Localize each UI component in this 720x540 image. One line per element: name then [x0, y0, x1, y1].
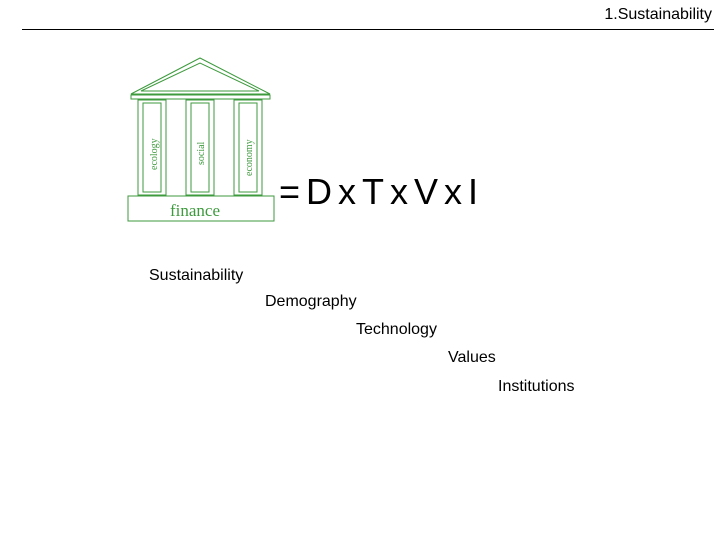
pillar-economy	[233, 99, 263, 196]
temple-roof-inner	[140, 62, 260, 92]
pillar-ecology	[137, 99, 167, 196]
term-values: Values	[448, 349, 496, 366]
temple-base	[127, 195, 275, 222]
term-sustainability: Sustainability	[149, 267, 244, 284]
pillar-label-ecology: ecology	[149, 138, 160, 170]
temple-base-label: finance	[170, 201, 220, 220]
pillar-social	[185, 99, 215, 196]
term-technology: Technology	[356, 321, 437, 338]
sustainability-formula: =DxTxVxI	[279, 171, 485, 212]
term-demography: Demography	[265, 293, 357, 310]
pillar-label-economy: economy	[244, 139, 255, 176]
slide-title: 1.Sustainability	[604, 6, 712, 23]
pillar-social-inner	[190, 102, 210, 193]
pillar-ecology-inner	[142, 102, 162, 193]
pillar-economy-inner	[238, 102, 258, 193]
pillar-label-social: social	[196, 141, 207, 165]
temple-lintel	[130, 94, 271, 100]
title-divider	[22, 29, 714, 30]
term-institutions: Institutions	[498, 378, 575, 395]
